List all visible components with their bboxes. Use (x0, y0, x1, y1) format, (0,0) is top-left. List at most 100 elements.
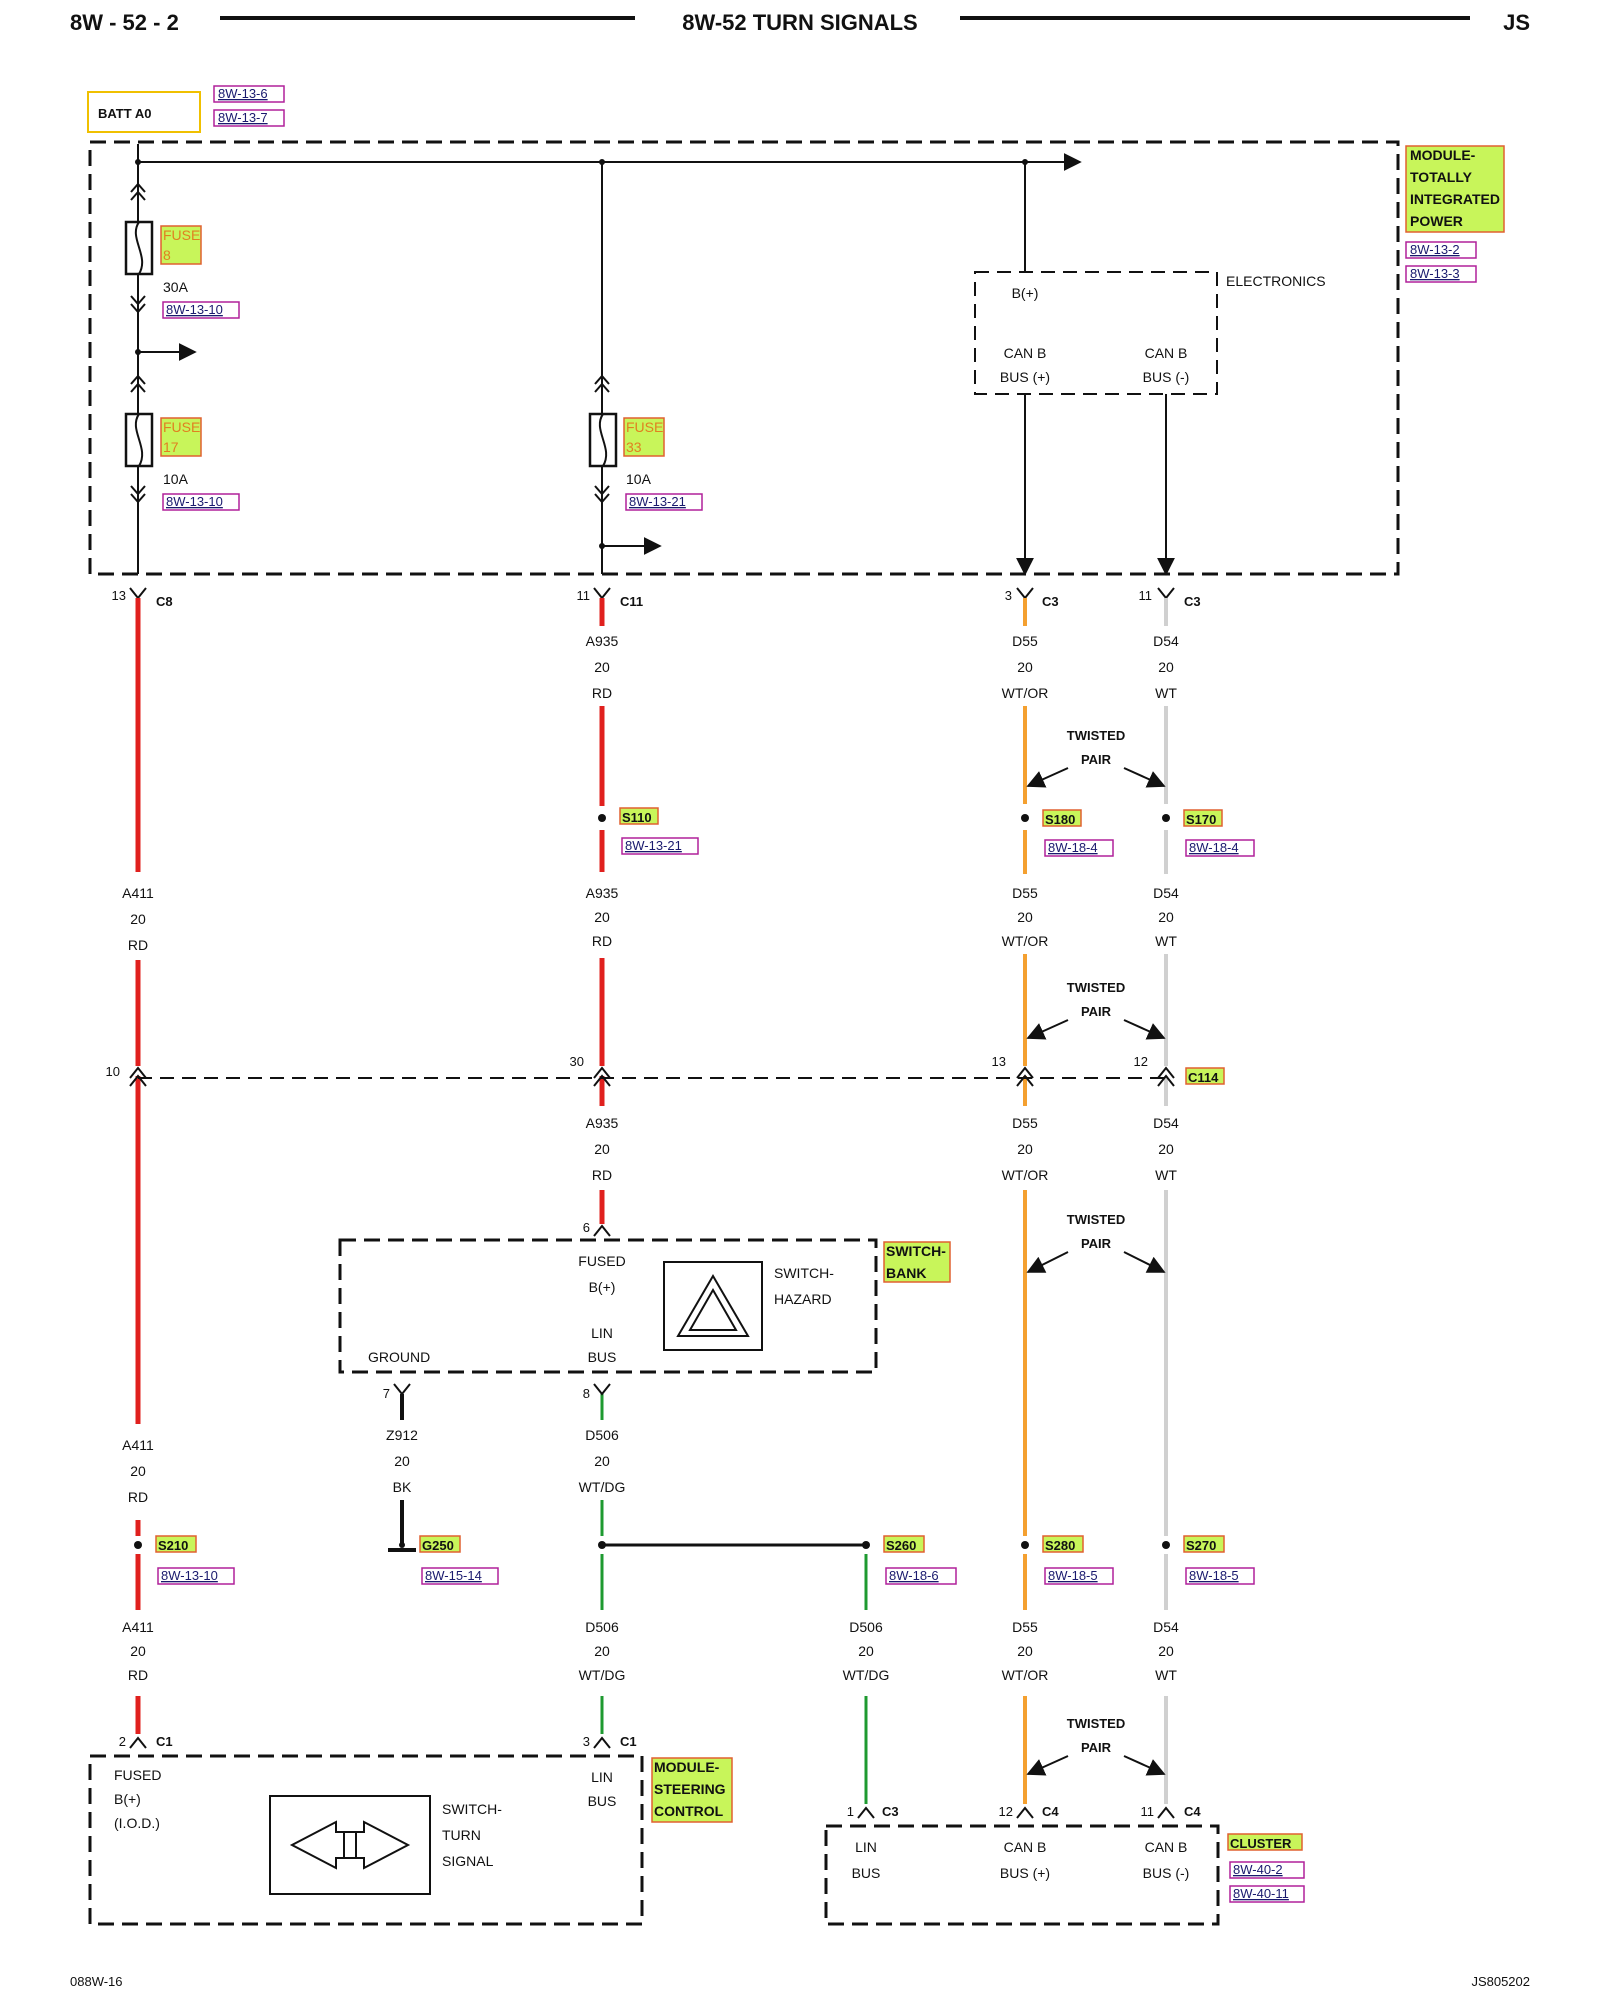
svg-text:8W-15-14[interactable]: 8W-15-14 (425, 1568, 482, 1583)
svg-text:LIN: LIN (591, 1325, 613, 1341)
svg-text:WT: WT (1155, 1667, 1177, 1683)
svg-text:PAIR: PAIR (1081, 1236, 1112, 1251)
svg-text:C4: C4 (1184, 1804, 1201, 1819)
svg-text:8W-18-5[interactable]: 8W-18-5 (1189, 1568, 1239, 1583)
footer-right: JS805202 (1471, 1974, 1530, 1989)
svg-text:S270: S270 (1186, 1538, 1216, 1553)
svg-text:TWISTED: TWISTED (1067, 1716, 1126, 1731)
connector-c1-a: 2 C1 (119, 1734, 173, 1749)
fuse-33-ref[interactable]: 8W-13-21 (629, 494, 686, 509)
svg-text:8: 8 (163, 247, 171, 263)
svg-text:POWER: POWER (1410, 213, 1463, 229)
svg-text:8W-13-21[interactable]: 8W-13-21 (625, 838, 682, 853)
svg-text:D55: D55 (1012, 1619, 1038, 1635)
switch-bank-box (338, 1238, 878, 1374)
svg-text:WT/OR: WT/OR (1002, 685, 1049, 701)
tipm-ref-2[interactable]: 8W-13-3 (1410, 266, 1460, 281)
svg-text:WT: WT (1155, 933, 1177, 949)
svg-text:30: 30 (570, 1054, 584, 1069)
svg-text:RD: RD (128, 1489, 148, 1505)
svg-text:C114: C114 (1188, 1070, 1219, 1085)
fuse-17-rating: 10A (163, 471, 189, 487)
svg-text:3: 3 (583, 1734, 590, 1749)
svg-text:8W-40-2[interactable]: 8W-40-2 (1233, 1862, 1283, 1877)
svg-text:G250: G250 (422, 1538, 454, 1553)
svg-text:C4: C4 (1042, 1804, 1059, 1819)
svg-text:RD: RD (128, 1667, 148, 1683)
svg-text:11: 11 (1141, 1804, 1155, 1819)
svg-text:CONTROL: CONTROL (654, 1803, 724, 1819)
svg-text:WT/DG: WT/DG (843, 1667, 890, 1683)
svg-text:11: 11 (577, 588, 591, 603)
svg-text:MODULE-: MODULE- (1410, 147, 1476, 163)
svg-text:2: 2 (119, 1734, 126, 1749)
svg-text:PAIR: PAIR (1081, 752, 1112, 767)
batt-ref-2[interactable]: 8W-13-7 (218, 110, 268, 125)
svg-text:8W-18-4[interactable]: 8W-18-4 (1048, 840, 1098, 855)
connector-c1-b: 3 C1 (583, 1734, 637, 1749)
batt-ref-1[interactable]: 8W-13-6 (218, 86, 268, 101)
fuse-17-ref[interactable]: 8W-13-10 (166, 494, 223, 509)
splice-s260: S260 8W-18-6 (862, 1535, 957, 1585)
fuse-17-label: FUSE 17 10A 8W-13-10 (160, 417, 240, 511)
svg-text:BUS: BUS (588, 1349, 617, 1365)
svg-text:RD: RD (592, 933, 612, 949)
svg-text:D55: D55 (1012, 1115, 1038, 1131)
svg-text:CAN B: CAN B (1004, 1839, 1047, 1855)
svg-text:8W-13-10[interactable]: 8W-13-10 (161, 1568, 218, 1583)
svg-text:WT: WT (1155, 1167, 1177, 1183)
svg-text:8W-18-6[interactable]: 8W-18-6 (889, 1568, 939, 1583)
svg-text:12: 12 (999, 1804, 1013, 1819)
cluster: LIN BUS CAN B BUS (+) CAN B BUS (-) CLUS… (852, 1833, 1305, 1903)
svg-text:RD: RD (592, 685, 612, 701)
connector-c3-canp: 3 C3 (1005, 587, 1059, 609)
svg-text:HAZARD: HAZARD (774, 1291, 832, 1307)
svg-text:STEERING: STEERING (654, 1781, 726, 1797)
svg-text:3: 3 (1005, 588, 1012, 603)
svg-text:8W-40-11[interactable]: 8W-40-11 (1233, 1886, 1289, 1901)
svg-text:11: 11 (1139, 588, 1153, 603)
twisted-pair-4: TWISTED PAIR (1026, 1716, 1166, 1776)
tipm-ref-1[interactable]: 8W-13-2 (1410, 242, 1460, 257)
connector-c11: 11 C11 (577, 587, 643, 609)
svg-text:B(+): B(+) (114, 1791, 141, 1807)
splice-s110: S110 8W-13-21 (598, 807, 699, 855)
svg-text:FUSE: FUSE (626, 419, 663, 435)
svg-text:BUS (-): BUS (-) (1143, 369, 1190, 385)
hazard-triangle-icon (676, 1274, 750, 1337)
electronics-box (974, 271, 1218, 395)
left-arrow-icon (289, 1820, 357, 1870)
svg-text:D506: D506 (585, 1619, 619, 1635)
svg-text:A411: A411 (122, 885, 154, 901)
svg-text:C11: C11 (620, 594, 643, 609)
svg-text:GROUND: GROUND (368, 1349, 430, 1365)
splice-s210: S210 8W-13-10 (134, 1535, 235, 1585)
splice-junction-d506 (598, 1541, 606, 1549)
svg-text:S210: S210 (158, 1538, 188, 1553)
fuse-8-ref[interactable]: 8W-13-10 (166, 302, 223, 317)
svg-text:S180: S180 (1045, 812, 1075, 827)
svg-text:BUS: BUS (588, 1793, 617, 1809)
svg-text:FUSE: FUSE (163, 419, 200, 435)
svg-text:C3: C3 (1184, 594, 1201, 609)
svg-text:20: 20 (594, 909, 610, 925)
svg-text:C3: C3 (1042, 594, 1059, 609)
svg-text:20: 20 (594, 1453, 610, 1469)
svg-text:PAIR: PAIR (1081, 1004, 1112, 1019)
svg-text:CLUSTER: CLUSTER (1230, 1836, 1292, 1851)
svg-text:BUS: BUS (852, 1865, 881, 1881)
model-code: JS (1503, 10, 1530, 35)
svg-text:RD: RD (128, 937, 148, 953)
svg-text:8W-18-4[interactable]: 8W-18-4 (1189, 840, 1239, 855)
svg-text:TURN: TURN (442, 1827, 481, 1843)
svg-text:A411: A411 (122, 1437, 154, 1453)
svg-text:Z912: Z912 (386, 1427, 418, 1443)
svg-text:SIGNAL: SIGNAL (442, 1853, 494, 1869)
steering-module-box (88, 1754, 644, 1926)
svg-text:20: 20 (1017, 1141, 1033, 1157)
svg-text:INTEGRATED: INTEGRATED (1410, 191, 1500, 207)
svg-text:TOTALLY: TOTALLY (1410, 169, 1473, 185)
svg-text:8W-18-5[interactable]: 8W-18-5 (1048, 1568, 1098, 1583)
svg-text:FUSE: FUSE (163, 227, 200, 243)
